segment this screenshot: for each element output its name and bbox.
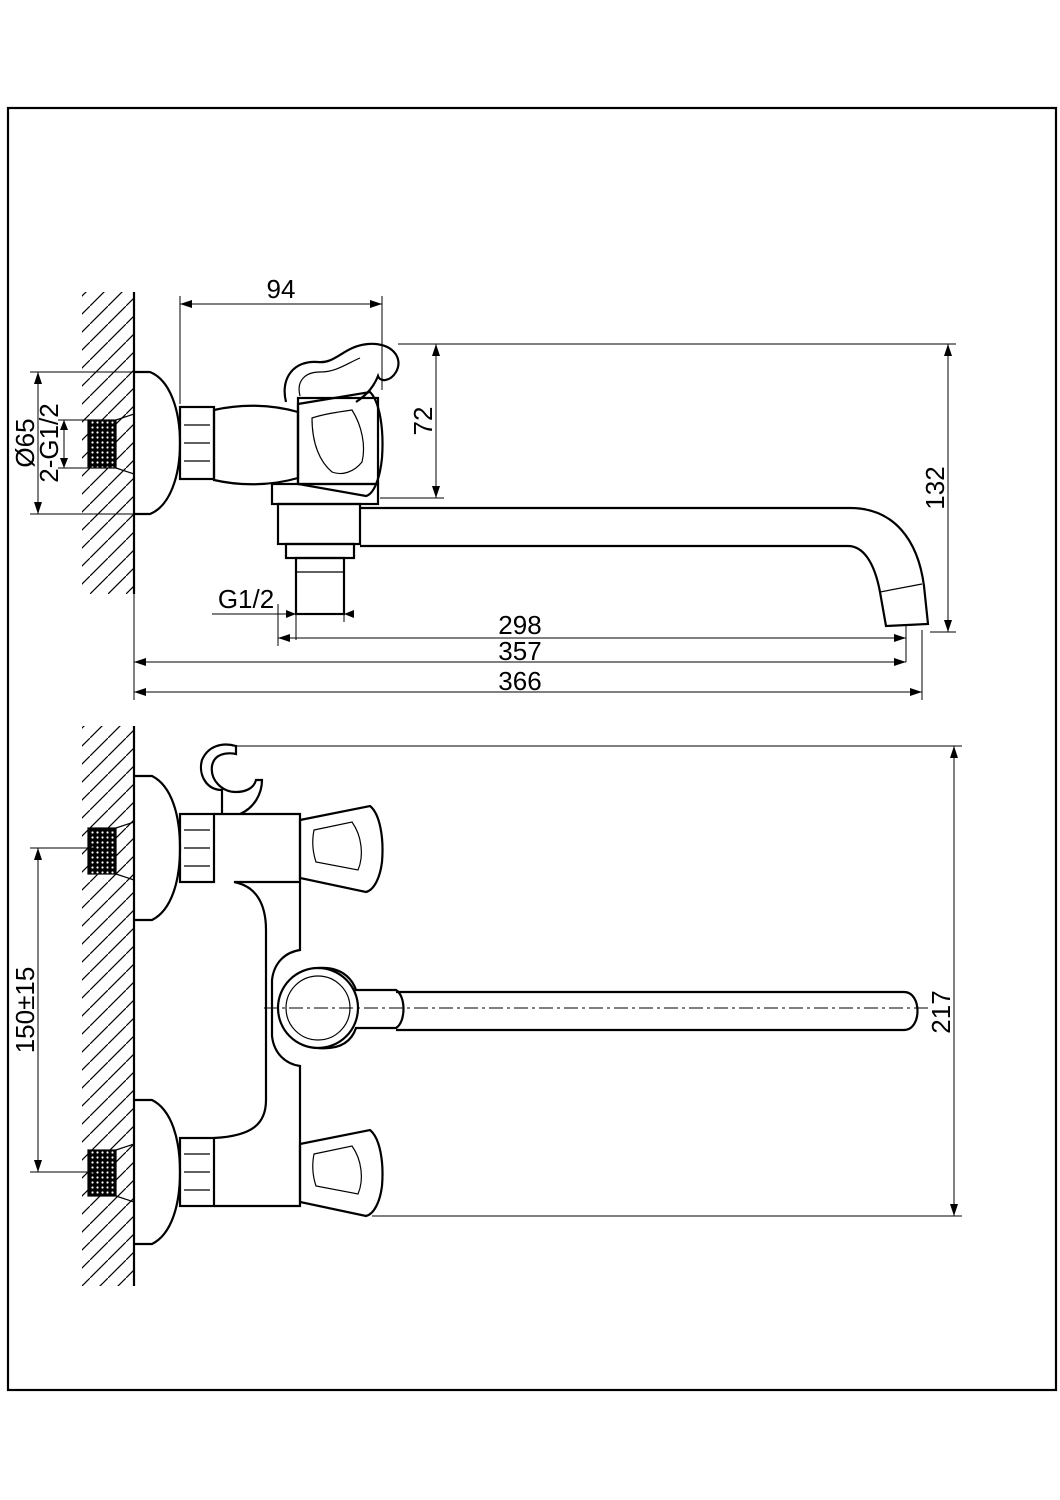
wall-flange-upper	[134, 774, 182, 922]
side-view: 94 72 132 Ø65 2-G1/2 G1/2	[10, 274, 956, 700]
valve-handle-lower	[298, 1128, 384, 1218]
wall-flange-top	[134, 370, 182, 516]
valve-body-top	[296, 396, 380, 486]
inlet-thread-top	[87, 419, 117, 469]
drawing-frame	[6, 106, 1058, 1392]
valve-handle-top	[296, 390, 384, 498]
dim-body-reach: 357	[498, 636, 541, 666]
dim-top-width: 94	[267, 274, 296, 304]
diverter-lever-top	[283, 342, 400, 403]
inlet-thread-lower	[87, 1149, 117, 1197]
dim-top-height: 72	[408, 407, 438, 436]
dim-overall-height: 132	[920, 466, 950, 509]
dim-front-height: 217	[926, 990, 956, 1033]
front-view: 150±15 217	[10, 726, 962, 1286]
valve-handle-upper	[298, 804, 384, 894]
wall-hatch-front	[82, 726, 134, 1286]
dim-inlet-spacing: 150±15	[10, 967, 40, 1054]
dim-flange-diameter: Ø65	[10, 418, 40, 467]
dim-overall-reach: 366	[498, 666, 541, 696]
faucet-body-front	[213, 812, 302, 1140]
outlet-nipple-top	[294, 556, 346, 616]
dim-outlet-thread: G1/2	[218, 584, 274, 614]
spout-front	[396, 990, 919, 1032]
hex-nut-lower	[178, 1136, 216, 1208]
dim-spout-reach: 298	[498, 610, 541, 640]
dim-inlet-thread: 2-G1/2	[34, 403, 64, 483]
hex-nut-upper	[178, 812, 216, 884]
inlet-thread-upper	[87, 827, 117, 875]
shower-hook	[199, 743, 264, 816]
spout-top	[360, 506, 930, 628]
wall-flange-lower	[134, 1098, 182, 1246]
